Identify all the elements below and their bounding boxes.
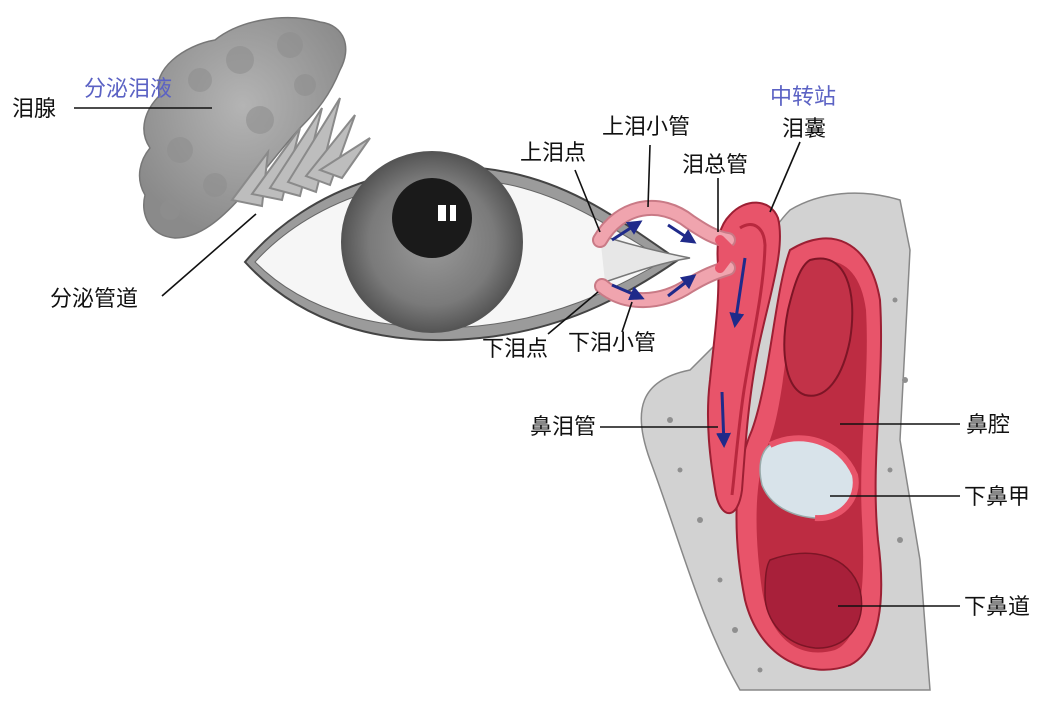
flow-arrow-upper-1: [611, 220, 643, 242]
label-lower-canaliculus: 下泪小管: [568, 331, 656, 356]
flow-arrow-upper-2: [667, 223, 697, 244]
pupil: [392, 178, 472, 258]
flow-arrow-duct: [716, 391, 732, 448]
label-upper-punctum: 上泪点: [520, 141, 586, 166]
flow-arrow-lower-2: [667, 274, 697, 298]
note-relay-station: 中转站: [770, 85, 836, 110]
inferior-meatus: [764, 552, 863, 649]
flow-arrow-lower-1: [611, 283, 645, 301]
note-secrete-tears: 分泌泪液: [84, 77, 172, 102]
excretory-ducts: [230, 97, 371, 208]
flow-arrow-sac: [729, 257, 747, 328]
lacrimal-gland: [138, 16, 347, 239]
label-common-canaliculus: 泪总管: [682, 153, 748, 178]
label-inferior-meatus: 下鼻道: [964, 595, 1030, 620]
tear-flow-arrows: [611, 220, 747, 448]
label-upper-canaliculus: 上泪小管: [602, 115, 690, 140]
label-lacrimal-sac: 泪囊: [782, 117, 826, 142]
middle-turbinate: [783, 257, 854, 397]
label-lacrimal-gland: 泪腺: [12, 97, 56, 122]
eye: [243, 151, 691, 342]
label-inferior-turbinate: 下鼻甲: [964, 485, 1030, 510]
leader-lines: [74, 107, 960, 607]
label-lower-punctum: 下泪点: [482, 337, 548, 362]
label-nasolacrimal-duct: 鼻泪管: [530, 415, 596, 440]
labels: 泪腺 分泌泪液 分泌管道 上泪点 上泪小管 泪总管 中转站 泪囊 下泪点 下泪小…: [12, 77, 1030, 620]
label-nasal-cavity: 鼻腔: [966, 413, 1010, 438]
label-excretory-ducts: 分泌管道: [50, 287, 138, 312]
nasal-cavity-mucosa: [735, 237, 883, 671]
